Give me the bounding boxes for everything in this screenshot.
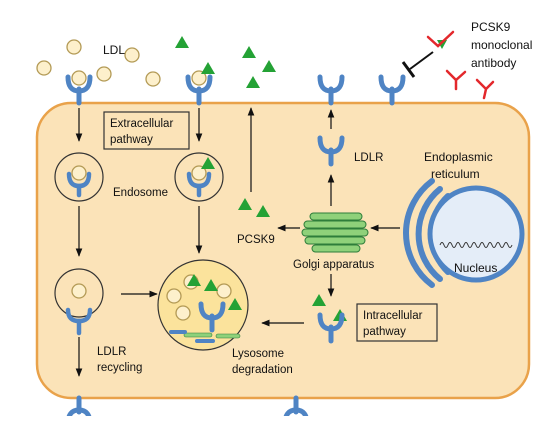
intracellular-label-line1: Intracellular	[363, 310, 423, 322]
inhibition-line	[409, 51, 434, 70]
pcsk9-triangle	[246, 76, 260, 88]
dna-icon	[439, 242, 513, 248]
ldl-particle	[166, 288, 182, 304]
degraded-fragments	[169, 330, 241, 343]
endosome-label: Endosome	[113, 187, 168, 199]
ldl-particle	[71, 283, 87, 299]
lysosome-label-line2: degradation	[232, 364, 293, 376]
surface-receptor	[320, 77, 342, 103]
inhibition-bar	[401, 61, 416, 78]
pcsk9-label: PCSK9	[237, 234, 275, 246]
ldl-label: LDL	[103, 43, 125, 57]
ldl-particle	[124, 47, 140, 63]
pcsk9-triangle	[242, 46, 256, 58]
lysosome-label-line1: Lysosome	[232, 348, 284, 360]
nucleus	[427, 185, 525, 283]
extracellular-label-line1: Extracellular	[110, 118, 173, 130]
ldl-particle	[145, 71, 161, 87]
surface-receptor	[381, 77, 403, 103]
ldl-particle	[66, 39, 82, 55]
intracellular-label-line2: pathway	[363, 326, 406, 338]
pcsk9-antibody-label-line2: monoclonal	[471, 38, 532, 52]
ldlr-recycling-label-line1: LDLR	[97, 346, 126, 358]
intracellular-pathway-box	[356, 303, 438, 342]
nucleus-label: Nucleus	[454, 261, 497, 275]
antibody-icon	[445, 69, 467, 91]
pcsk9-antibody-label-line3: antibody	[471, 56, 516, 70]
ldl-particle	[175, 305, 191, 321]
pcsk9-triangle	[201, 62, 215, 74]
ldl-particle	[71, 70, 87, 86]
ldl-particle	[96, 66, 112, 82]
surface-receptor-bottom	[68, 398, 90, 416]
ldl-particle	[216, 283, 232, 299]
golgi-label: Golgi apparatus	[293, 259, 374, 271]
ldlr-label: LDLR	[354, 152, 383, 164]
antibody-icon	[475, 78, 495, 100]
surface-receptor-bottom	[285, 398, 307, 416]
pcsk9-triangle	[262, 60, 276, 72]
er-label-line2: reticulum	[431, 167, 480, 181]
antibody-pcsk9-complex	[426, 30, 455, 49]
ldlr-recycling-label-line2: recycling	[97, 362, 142, 374]
pcsk9-triangle	[175, 36, 189, 48]
ldl-particle	[36, 60, 52, 76]
er-label-line1: Endoplasmic	[424, 150, 493, 164]
golgi-apparatus	[301, 212, 369, 253]
extracellular-label-line2: pathway	[110, 134, 153, 146]
pcsk9-antibody-label-line1: PCSK9	[471, 20, 511, 34]
ldl-particle	[71, 165, 87, 181]
extracellular-pathway-box	[103, 111, 190, 150]
